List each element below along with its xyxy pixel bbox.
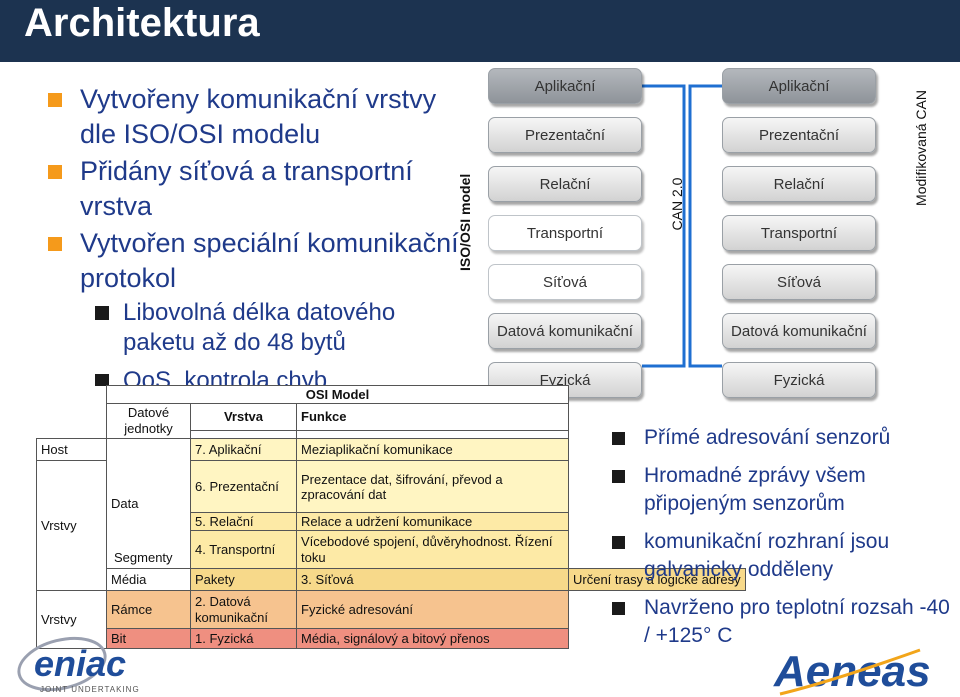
black-square-bullet-icon — [95, 374, 109, 388]
iso-osi-model-label: ISO/OSI model — [457, 173, 473, 271]
bullet-item: Vytvořeny komunikační vrstvy dle ISO/OSI… — [48, 82, 468, 152]
mod-layer-session: Relační — [722, 166, 876, 202]
bullet-item: Přidány síťová a transportní vrstva — [48, 154, 468, 224]
mod-layer-physical: Fyzická — [722, 362, 876, 398]
osi-row-function: Meziaplikační komunikace — [296, 438, 569, 461]
iso-layer-presentation: Prezentační — [488, 117, 642, 153]
osi-row-layer: 7. Aplikační — [190, 438, 297, 461]
black-square-bullet-icon — [95, 306, 109, 320]
bullet-item: Hromadné zprávy všem připojeným senzorům — [612, 462, 952, 518]
osi-table-title: OSI Model — [106, 385, 569, 404]
osi-group-vrstvy-2: Vrstvy — [36, 590, 107, 649]
osi-row-layer: 4. Transportní — [190, 530, 297, 569]
bullet-item: Navrženo pro teplotní rozsah -40 / +125°… — [612, 594, 952, 650]
osi-unit-data: Data — [106, 438, 191, 569]
osi-unit-frames: Rámce — [106, 590, 191, 629]
can-connector-right — [688, 84, 722, 368]
osi-unit-packets: Pakety — [190, 568, 297, 591]
osi-row-function: Fyzické adresování — [296, 590, 569, 629]
svg-text:JOINT UNDERTAKING: JOINT UNDERTAKING — [40, 685, 140, 694]
iso-layer-application: Aplikační — [488, 68, 642, 104]
osi-row-layer: 2. Datová komunikační — [190, 590, 297, 629]
osi-header-data-units: Datové jednotky — [106, 403, 191, 439]
orange-square-bullet-icon — [48, 93, 62, 107]
iso-layer-session: Relační — [488, 166, 642, 202]
bullet-item: komunikační rozhraní jsou galvanicky odd… — [612, 528, 952, 584]
iso-layer-transport: Transportní — [488, 215, 642, 251]
iso-layer-network: Síťová — [488, 264, 642, 300]
osi-group-media: Média — [106, 568, 191, 591]
osi-header-function: Funkce — [296, 403, 569, 431]
aeneas-logo: Aeneas — [773, 647, 931, 696]
bullet-item: Vytvořen speciální komunikační protokol — [48, 226, 468, 296]
slide-title: Architektura — [24, 1, 260, 45]
osi-row-layer: 6. Prezentační — [190, 460, 297, 513]
main-bullets: Vytvořeny komunikační vrstvy dle ISO/OSI… — [48, 82, 468, 404]
modified-can-label: Modifikovaná CAN — [913, 90, 929, 206]
right-bullets: Přímé adresování senzorů Hromadné zprávy… — [612, 424, 952, 660]
osi-row-layer: 1. Fyzická — [190, 628, 297, 649]
title-bar: Architektura — [0, 0, 960, 62]
osi-row-layer: 5. Relační — [190, 512, 297, 531]
osi-row-function: Relace a udržení komunikace — [296, 512, 569, 531]
mod-layer-transport: Transportní — [722, 215, 876, 251]
black-square-bullet-icon — [612, 432, 625, 445]
eniac-logo: eniac JOINT UNDERTAKING — [17, 636, 140, 694]
mod-layer-application: Aplikační — [722, 68, 876, 104]
svg-text:eniac: eniac — [34, 643, 126, 684]
osi-unit-segments: Segmenty — [114, 550, 173, 565]
black-square-bullet-icon — [612, 470, 625, 483]
black-square-bullet-icon — [612, 536, 625, 549]
bullet-item: Přímé adresování senzorů — [612, 424, 952, 452]
can-connector-left — [642, 84, 686, 368]
osi-header-layer: Vrstva — [190, 403, 297, 431]
osi-row-function: Prezentace dat, šifrování, převod a zpra… — [296, 460, 569, 513]
orange-square-bullet-icon — [48, 165, 62, 179]
mod-layer-presentation: Prezentační — [722, 117, 876, 153]
sub-bullet-item: Libovolná délka datového paketu až do 48… — [48, 298, 468, 358]
iso-layer-datalink: Datová komunikační — [488, 313, 642, 349]
mod-layer-network: Síťová — [722, 264, 876, 300]
osi-group-vrstvy-1: Vrstvy — [36, 460, 107, 591]
osi-model-table: OSI Model Datové jednotky Vrstva Funkce … — [36, 385, 746, 649]
osi-group-host: Host — [36, 438, 107, 461]
osi-unit-bit: Bit — [106, 628, 191, 649]
mod-layer-datalink: Datová komunikační — [722, 313, 876, 349]
osi-row-function: Média, signálový a bitový přenos — [296, 628, 569, 649]
black-square-bullet-icon — [612, 602, 625, 615]
osi-row-function: Vícebodové spojení, důvěryhodnost. Řízen… — [296, 530, 569, 569]
can-label: CAN 2.0 — [669, 177, 685, 231]
orange-square-bullet-icon — [48, 237, 62, 251]
osi-row-function: Určení trasy a logické adresy — [568, 568, 746, 591]
osi-row-layer: 3. Síťová — [296, 568, 569, 591]
